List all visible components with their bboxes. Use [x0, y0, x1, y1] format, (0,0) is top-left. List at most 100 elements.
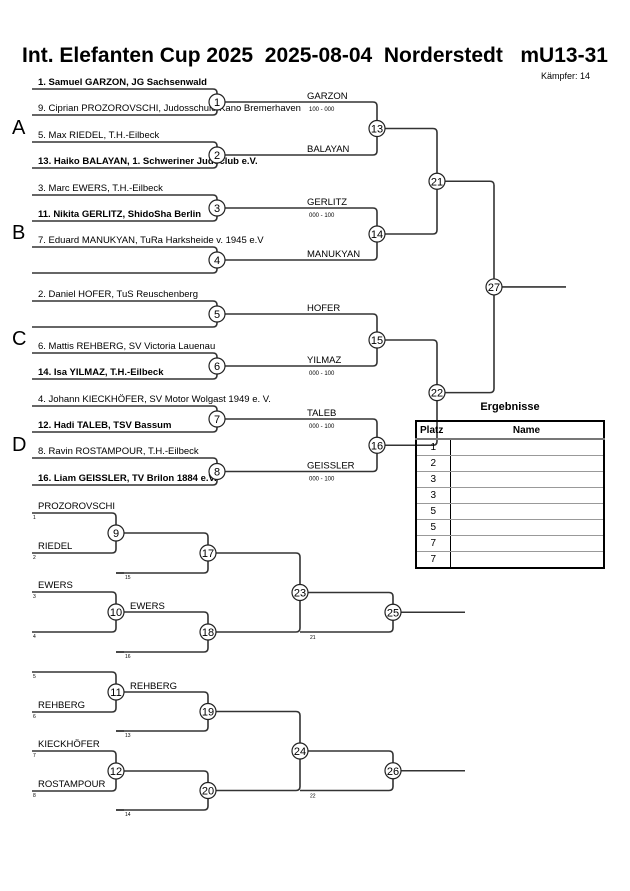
fight-24-circle [291, 742, 309, 760]
fight-22-circle [428, 384, 446, 402]
repechage-source-number: 3 [33, 594, 36, 600]
bronze-feeder-number: 21 [310, 635, 316, 641]
result-name [450, 551, 604, 569]
semifinal-bracket [377, 127, 438, 235]
fighter-count: Kämpfer: 14 [541, 71, 591, 81]
fight-2-circle [208, 146, 226, 164]
fight-8-number: 8 [214, 467, 220, 479]
fight-25-number: 25 [387, 607, 399, 619]
round1-bracket [32, 246, 218, 274]
entry-name: 2. Daniel HOFER, TuS Reuschenberg [38, 289, 198, 300]
results-row: 5 [416, 503, 604, 520]
pool-label-c: C [12, 328, 27, 350]
results-row: 2 [416, 455, 604, 472]
results-title: Ergebnisse [480, 401, 540, 413]
fight-15-circle [368, 331, 386, 349]
fight-16-circle [368, 436, 386, 454]
round1-bracket [32, 300, 218, 328]
fight-12-circle [107, 762, 125, 780]
repechage-r1-winner: REHBERG [130, 681, 177, 692]
bronze-feeder-number: 22 [310, 794, 316, 800]
entry-name: 7. Eduard MANUKYAN, TuRa Harksheide v. 1… [38, 235, 264, 246]
result-place: 1 [416, 438, 451, 456]
fight-1-number: 1 [214, 97, 220, 109]
repechage-source-number: 1 [33, 515, 36, 521]
result-name [450, 503, 604, 520]
round1-winner: HOFER [307, 303, 340, 314]
results-row: 7 [416, 551, 604, 569]
fight-18-number: 18 [202, 627, 214, 639]
fight-7-circle [208, 410, 226, 428]
results-table: Platz Name 1 2 3 3 5 5 7 7 [415, 420, 605, 569]
entry-name: 4. Johann KIECKHÖFER, SV Motor Wolgast 1… [38, 394, 271, 405]
repechage-r1-bracket [32, 591, 117, 633]
round1-winner: MANUKYAN [307, 249, 360, 260]
round1-winner: GEISSLER [307, 461, 355, 472]
fight-17-number: 17 [202, 548, 214, 560]
round1-score: 100 - 000 [309, 107, 335, 113]
repechage-source-number: 4 [33, 634, 36, 640]
results-header-row: Platz Name [416, 421, 604, 440]
fight-3-circle [208, 199, 226, 217]
round1-winner: BALAYAN [307, 144, 350, 155]
entry-name: 9. Ciprian PROZOROVSCHI, Judosschule Kan… [38, 103, 301, 114]
fight-10-circle [107, 603, 125, 621]
result-name [450, 438, 604, 456]
fight-24-number: 24 [294, 746, 306, 758]
fight-20-circle [199, 781, 217, 800]
results-row: 3 [416, 471, 604, 488]
fight-7-number: 7 [214, 414, 220, 426]
fight-1-circle [208, 93, 226, 111]
fight-22-number: 22 [431, 388, 443, 400]
bronze-bracket [300, 750, 394, 792]
results-row: 1 [416, 438, 604, 456]
fight-5-circle [208, 305, 226, 323]
result-place: 7 [416, 535, 451, 552]
fight-19-number: 19 [202, 707, 214, 719]
result-name [450, 487, 604, 504]
fight-19-circle [199, 702, 217, 721]
results-row: 5 [416, 519, 604, 536]
result-place: 3 [416, 487, 451, 504]
col-place: Platz [416, 421, 450, 440]
entry-name: 11. Nikita GERLITZ, ShidoSha Berlin [38, 209, 201, 220]
fight-27-circle [485, 278, 503, 296]
fight-12-number: 12 [110, 766, 122, 778]
fight-13-number: 13 [371, 124, 383, 136]
fight-26-number: 26 [387, 766, 399, 778]
fight-6-circle [208, 357, 226, 375]
repechage-top-name: PROZOROVSCHI [38, 501, 115, 512]
entry-name: 1. Samuel GARZON, JG Sachsenwald [38, 77, 207, 88]
fight-16-number: 16 [371, 440, 383, 452]
fight-18-circle [199, 623, 217, 641]
round1-winner: GARZON [307, 91, 348, 102]
repechage-feeder-number: 16 [125, 654, 131, 660]
repechage-source-number: 7 [33, 753, 36, 759]
fight-4-number: 4 [214, 255, 220, 267]
result-place: 7 [416, 551, 451, 569]
repechage-top-name: EWERS [38, 580, 73, 591]
repechage-source-number: 8 [33, 793, 36, 799]
round1-winner: TALEB [307, 408, 336, 419]
fight-15-number: 15 [371, 335, 383, 347]
fight-23-number: 23 [294, 588, 306, 600]
fight-17-circle [199, 544, 217, 562]
fight-14-circle [368, 225, 386, 243]
repechage-feeder-number: 14 [125, 812, 131, 818]
bronze-bracket [300, 591, 394, 633]
fight-13-circle [368, 119, 386, 138]
round1-winner: YILMAZ [307, 355, 342, 366]
repechage-r2-bracket [116, 770, 209, 811]
result-place: 2 [416, 455, 451, 472]
repechage-r2-bracket [116, 532, 209, 574]
entry-name: 5. Max RIEDEL, T.H.-Eilbeck [38, 130, 160, 141]
result-name [450, 519, 604, 536]
repechage-feeder-number: 13 [125, 733, 131, 739]
entry-name: 16. Liam GEISSLER, TV Brilon 1884 e.V. [38, 473, 217, 484]
repechage-source-number: 6 [33, 714, 36, 720]
pool-label-b: B [12, 222, 26, 244]
repechage-feeder-number: 15 [125, 575, 131, 581]
repechage-r2-bracket [116, 611, 209, 653]
repechage-r2-bracket [116, 691, 209, 732]
round2-bracket [217, 313, 378, 367]
